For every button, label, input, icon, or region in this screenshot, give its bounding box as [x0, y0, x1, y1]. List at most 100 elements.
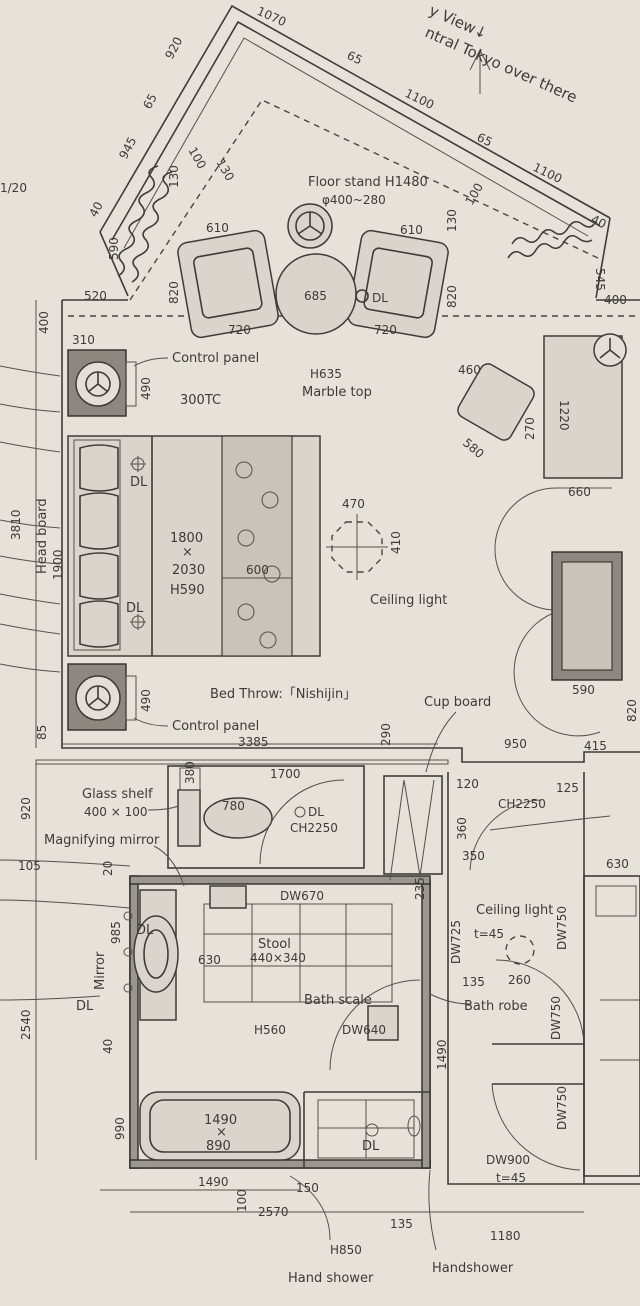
dimension-lines: [35, 743, 584, 1213]
dim-630-entry: 630: [606, 857, 629, 871]
dim-400-left: 400: [37, 311, 51, 334]
floor-stand-lamp: [287, 203, 333, 249]
dim-415: 415: [584, 739, 607, 753]
dim-380: 380: [183, 761, 197, 784]
dim-945: 945: [116, 135, 139, 162]
hand-shower-label: Hand shower: [288, 1271, 374, 1286]
armchair-left: [177, 229, 279, 339]
control-panel-top-label: Control panel: [172, 351, 259, 366]
t45-a: t=45: [474, 927, 504, 941]
dim-490b: 490: [139, 689, 153, 712]
dim-610b: 610: [400, 223, 423, 237]
dw640-label: DW640: [342, 1023, 386, 1037]
door-swing-lower: [513, 611, 601, 737]
dim-100: 100: [185, 145, 209, 172]
dim-610a: 610: [206, 221, 229, 235]
handshower-label: Handshower: [432, 1261, 514, 1276]
dim-470: 470: [342, 497, 365, 511]
dim-135b: 135: [390, 1217, 413, 1231]
control-panel-bottom-label: Control panel: [172, 719, 259, 734]
dim-150: 150: [296, 1181, 319, 1195]
bathtub: [139, 1091, 301, 1161]
dim-400-right: 400: [604, 293, 627, 307]
shower-area: [203, 885, 421, 1071]
dim-65a: 65: [345, 48, 365, 67]
dim-820c: 820: [625, 699, 639, 722]
h850-label: H850: [330, 1243, 362, 1257]
head-board-label: Head board: [35, 498, 50, 574]
thread-count-label: 300TC: [180, 393, 221, 408]
dim-780: 780: [222, 799, 245, 813]
dim-590: 590: [572, 683, 595, 697]
bath-robe-label: Bath robe: [464, 999, 528, 1014]
dim-40: 40: [86, 199, 106, 219]
floor-stand-label: Floor stand H1480: [308, 175, 428, 190]
ceiling-light-label: Ceiling light: [370, 593, 447, 608]
dim-310: 310: [72, 333, 95, 347]
dim-460: 460: [458, 363, 481, 377]
bed-length: 2030: [172, 563, 205, 578]
dim-135a: 135: [462, 975, 485, 989]
dim-130c: 130: [445, 209, 459, 232]
shower-cubicle: [317, 1099, 421, 1159]
dim-580: 580: [460, 436, 487, 461]
stool-size: 440×340: [250, 951, 306, 965]
dim-1490b: 1490: [198, 1175, 229, 1189]
dim-235: 235: [413, 877, 427, 900]
marble-height: H635: [310, 367, 342, 381]
dim-100d: 100: [462, 181, 486, 208]
dim-720a: 720: [228, 323, 251, 337]
window-radiator-left: [117, 165, 173, 283]
dim-985: 985: [109, 921, 123, 944]
leader-lines: [0, 48, 611, 1251]
dim-1180: 1180: [490, 1229, 521, 1243]
shower-downlight: DL: [362, 1139, 380, 1154]
dim-630-vanity: 630: [198, 953, 221, 967]
armchair-right: [347, 229, 449, 339]
glass-shelf-size: 400 × 100: [84, 805, 148, 819]
dim-590-window: 590: [107, 237, 121, 260]
desk: [543, 333, 627, 479]
bedroom-walls: [35, 299, 640, 763]
floor-stand-diameter: φ400~280: [322, 193, 386, 207]
dim-1220: 1220: [557, 400, 571, 431]
nightstand-bottom: [67, 663, 137, 731]
door-swing-upper: [494, 487, 612, 611]
dw900-label: DW900: [486, 1153, 530, 1167]
dim-720b: 720: [374, 323, 397, 337]
wc-room: [167, 765, 365, 869]
bed-height: H590: [170, 583, 205, 598]
entry-ceiling-light: Ceiling light: [476, 903, 553, 918]
dim-1490-entry: 1490: [435, 1039, 449, 1070]
dim-490a: 490: [139, 377, 153, 400]
bed-throw-label: Bed Throw:「Nishijin」: [210, 687, 356, 702]
glass-shelf-label: Glass shelf: [82, 787, 153, 802]
marble-top-label: Marble top: [302, 385, 372, 400]
dim-520: 520: [84, 289, 107, 303]
luggage-bench: [551, 551, 623, 681]
dim-820a: 820: [167, 281, 181, 304]
mirror-label: Mirror: [93, 951, 108, 990]
bath-width: 1490: [204, 1113, 237, 1128]
cup-board-label: Cup board: [424, 695, 491, 710]
dim-65b: 65: [475, 130, 495, 149]
desk-chair: [457, 363, 535, 441]
bed-downlight-bottom: DL: [126, 601, 144, 616]
dim-40c: 40: [101, 1039, 115, 1054]
wc-ceiling-height: CH2250: [290, 821, 338, 835]
bath-depth: 890: [206, 1139, 231, 1154]
table-downlight-label: DL: [372, 291, 388, 305]
dim-920b: 920: [19, 797, 33, 820]
dim-920: 920: [162, 35, 185, 62]
dim-130: 130: [213, 157, 237, 184]
table-dim-685: 685: [304, 289, 327, 303]
dw750-a: DW750: [555, 906, 569, 950]
dim-40b: 40: [589, 212, 609, 231]
dw750-c: DW750: [555, 1086, 569, 1130]
dim-65c: 65: [140, 91, 160, 111]
bed-width: 1800: [170, 531, 203, 546]
bed-downlight-top: DL: [130, 475, 148, 490]
vanity-downlight: DL: [136, 923, 154, 938]
